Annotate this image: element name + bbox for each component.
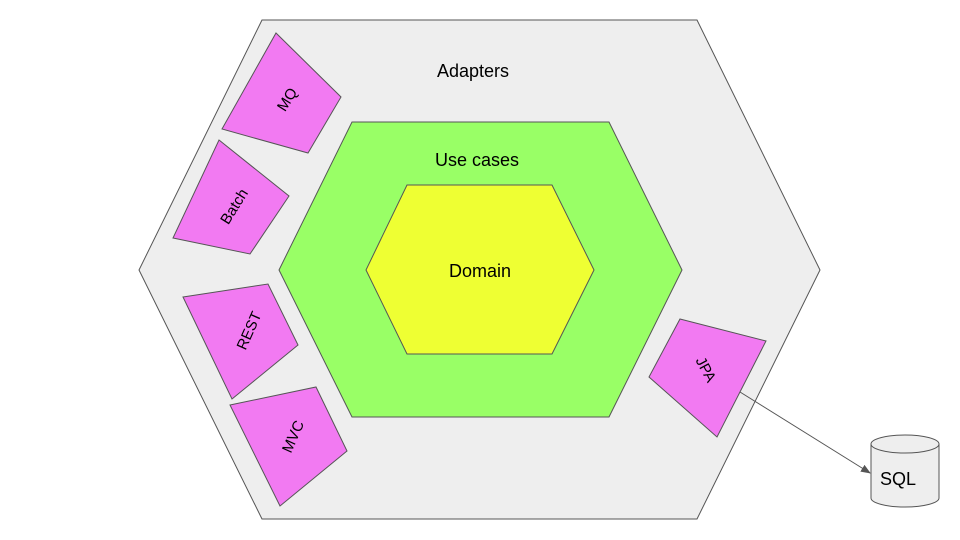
sql-database-body <box>870 444 940 508</box>
jpa-to-sql-arrow <box>739 391 871 474</box>
adapter-rest-box <box>182 283 299 400</box>
adapter-mq: MQ <box>221 32 342 154</box>
sql-database: SQL <box>870 434 940 508</box>
adapter-batch-box <box>172 139 290 255</box>
adapter-rest: REST <box>182 283 299 400</box>
domain-label: Domain <box>449 261 511 281</box>
adapter-batch: Batch <box>172 139 290 255</box>
domain-hexagon <box>365 184 595 355</box>
adapters-label: Adapters <box>437 61 509 81</box>
adapter-mvc: MVC <box>229 386 348 507</box>
sql-database-label: SQL <box>880 469 916 489</box>
adapter-mvc-box <box>229 386 348 507</box>
sql-database-top <box>870 434 940 454</box>
use-cases-label: Use cases <box>435 150 519 170</box>
adapter-jpa-box <box>648 318 767 438</box>
adapter-mq-box <box>221 32 342 154</box>
domain-layer: Domain <box>365 184 595 355</box>
adapter-jpa: JPA <box>648 318 767 438</box>
